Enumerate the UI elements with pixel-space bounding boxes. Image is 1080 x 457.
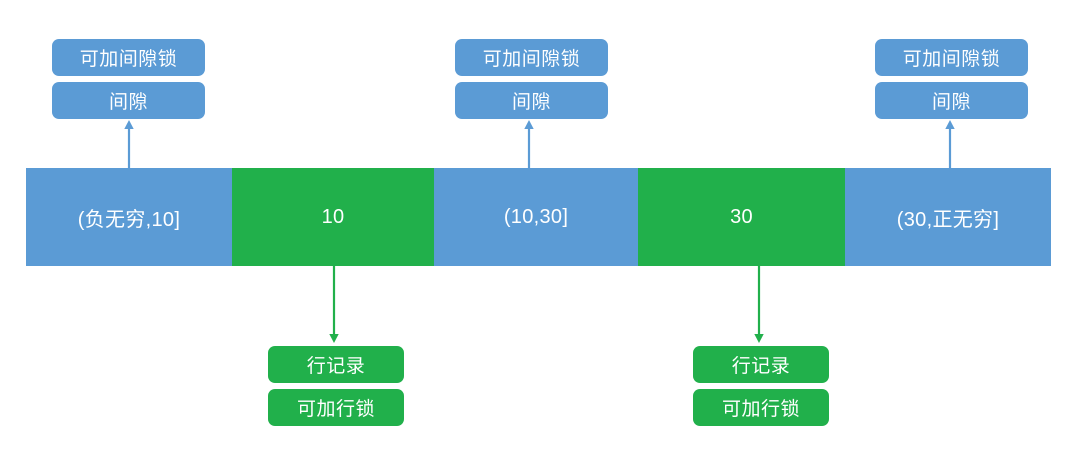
range-segment-row-10[interactable]: 10 (232, 168, 434, 266)
range-bar: (负无穷,10] 10 (10,30] 30 (30,正无穷] (26, 168, 1051, 266)
range-segment-gap-10-30[interactable]: (10,30] (434, 168, 638, 266)
gap-callout-lock-label-1: 可加间隙锁 (52, 39, 205, 76)
row-callout-arrow-1 (326, 266, 342, 344)
gap-callout-lock-label-2: 可加间隙锁 (455, 39, 608, 76)
gap-callout-type-label-3: 间隙 (875, 82, 1028, 119)
range-segment-gap-30-pos-infinity[interactable]: (30,正无穷] (845, 168, 1051, 266)
gap-callout-type-label-1: 间隙 (52, 82, 205, 119)
row-callout-type-label-2: 行记录 (693, 346, 829, 383)
row-callout-arrow-2 (751, 266, 767, 344)
gap-callout-lock-label-3: 可加间隙锁 (875, 39, 1028, 76)
row-callout-lock-label-2: 可加行锁 (693, 389, 829, 426)
row-callout-lock-label-1: 可加行锁 (268, 389, 404, 426)
gap-callout-arrow-1 (121, 119, 137, 169)
gap-callout-arrow-2 (521, 119, 537, 169)
row-callout-type-label-1: 行记录 (268, 346, 404, 383)
gap-callout-type-label-2: 间隙 (455, 82, 608, 119)
gap-callout-arrow-3 (942, 119, 958, 169)
range-segment-gap-neg-infinity-10[interactable]: (负无穷,10] (26, 168, 232, 266)
range-segment-row-30[interactable]: 30 (638, 168, 845, 266)
